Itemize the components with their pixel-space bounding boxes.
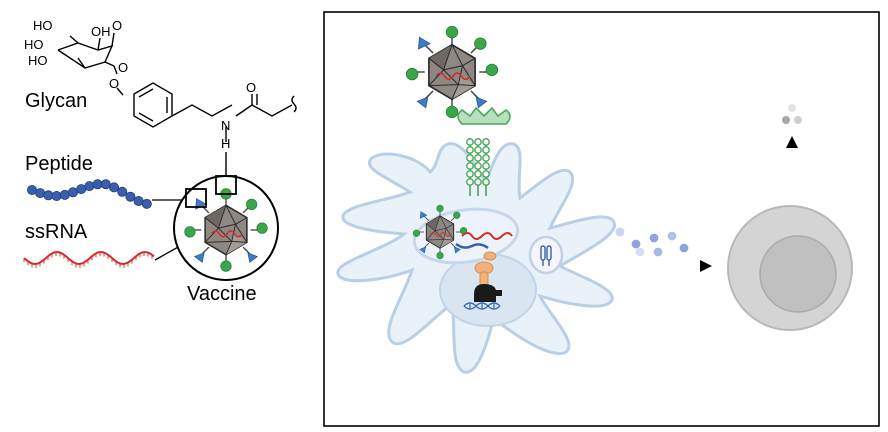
tlr-receptor-icon [540,245,552,266]
ssrna-label: ssRNA [25,221,88,243]
receptor-bead [466,178,474,186]
receptor-bead [482,170,490,178]
cytokine-signals [615,227,689,257]
peptide-bead [125,191,136,202]
glycan-highlight-box [215,175,237,195]
receptor-bead [474,170,482,178]
hydroxyl-label-2: HO [24,37,44,52]
ring-oxygen-label: O [112,18,122,33]
peptide-bead [117,186,128,197]
ether-oxygen-label: O [109,76,119,91]
secretion-arrowhead [786,136,798,148]
t-cell-nucleus [759,235,837,313]
glycan-label: Glycan [25,90,88,112]
mhc-protein [474,251,497,287]
dna-icon [463,302,501,310]
receptor-bead [482,178,490,186]
signal-dot [615,227,625,237]
hydroxyl-label-4: OH [91,24,111,39]
carbonyl-oxygen-label: O [246,80,256,95]
hydroxyl-label-3: HO [28,53,48,68]
signal-dot [649,233,659,243]
receptor-bead [482,138,490,146]
receptor-beads [466,138,490,186]
receptor-bead [482,154,490,162]
released-rna [461,232,513,240]
receptor-bead [466,138,474,146]
cytokine-dot [788,104,796,112]
peptide-bead [141,198,152,209]
transcription-factor-icon [474,284,502,302]
peptide-chain [26,179,152,209]
receptor-bead [466,170,474,178]
glycosidic-oxygen-label: O [118,60,128,75]
signal-dot [679,243,689,253]
receptor-bead [466,154,474,162]
signal-dot [653,247,663,257]
hydroxyl-label-1: HO [33,18,53,33]
vaccine-label: Vaccine [187,283,257,305]
receptor-bead [474,178,482,186]
signal-dot [631,239,641,249]
receptor-bead [474,146,482,154]
signal-dot [667,231,677,241]
amide-nitrogen-label: N [221,118,230,133]
peptide-bead [59,189,70,200]
peptide-bead [51,190,62,201]
peptide-bead [43,190,54,201]
peptide-bead [109,182,120,193]
secreted-cytokines [782,104,802,124]
vesicle [528,235,564,275]
receptor-bead [474,154,482,162]
receptor-bead [474,138,482,146]
amide-hydrogen-label: H [221,136,230,151]
receptor-bead [466,162,474,170]
glycan-structure [57,32,297,178]
receptor-bead [482,162,490,170]
cytokine-dot [782,116,790,124]
receptor-bead [482,146,490,154]
receptor-bead [466,146,474,154]
ssrna-strand [23,251,155,268]
peptide-bead [35,188,46,199]
peptide-label: Peptide [25,153,93,175]
peptide-highlight-box [185,188,207,208]
cytokine-dot [794,116,802,124]
activation-arrowhead [700,260,712,272]
peptide-bead [84,181,95,192]
released-peptide [455,242,489,250]
receptor-bead [474,162,482,170]
signal-dot [635,247,645,257]
